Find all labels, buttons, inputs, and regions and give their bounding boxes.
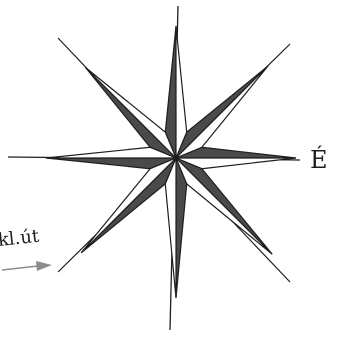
- north-label: É: [310, 146, 328, 174]
- route-arrow-icon: [2, 261, 52, 271]
- route-label: kl.út: [0, 226, 40, 251]
- route-arrow-head: [36, 261, 52, 271]
- star-point-southwest-open: [81, 158, 176, 253]
- compass-star: [46, 26, 296, 298]
- route-arrow-shaft: [2, 266, 38, 270]
- star-point-southeast-open: [176, 158, 272, 254]
- star-point-south-open: [165, 158, 176, 298]
- star-point-northwest-open: [85, 67, 176, 158]
- star-point-northeast-open: [176, 66, 268, 158]
